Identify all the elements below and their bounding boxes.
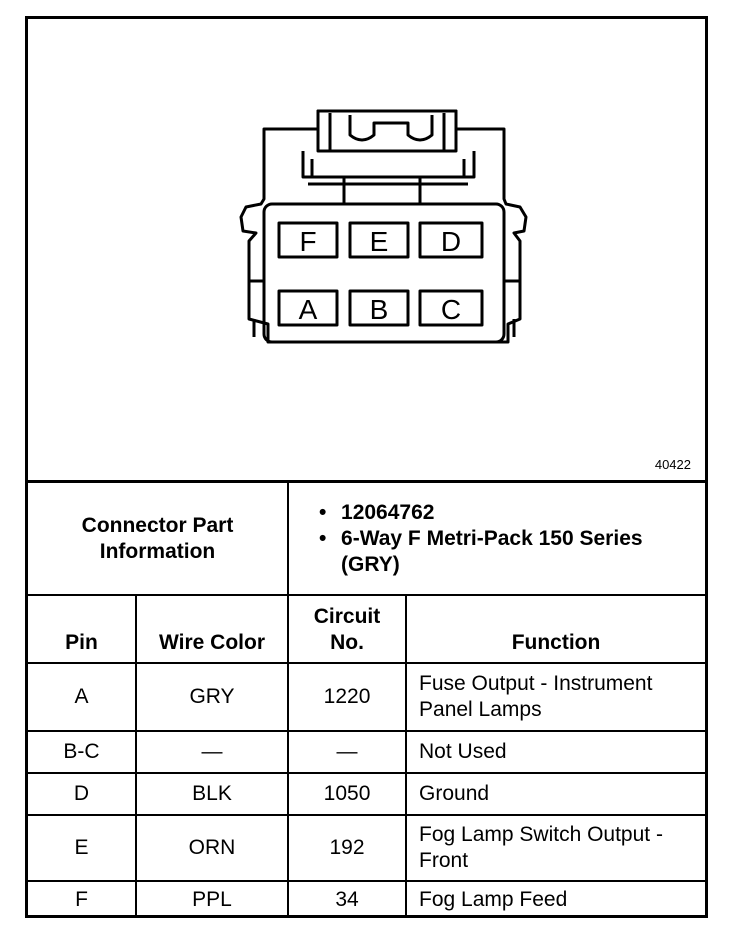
cell-function: Fog Lamp Switch Output - Front bbox=[405, 814, 706, 882]
pin-label-B: B bbox=[370, 294, 389, 325]
pin-label-D: D bbox=[441, 226, 461, 257]
cavity-C bbox=[418, 289, 484, 327]
table-header-row: Pin Wire Color Circuit No. Function bbox=[28, 594, 706, 664]
cavity-F bbox=[277, 221, 339, 259]
cell-circuit: 1220 bbox=[287, 662, 408, 732]
connector-face bbox=[262, 202, 506, 344]
cell-circuit: — bbox=[287, 730, 408, 774]
connector-diagram: F E D A B C 40422 bbox=[28, 19, 705, 483]
cell-pin: A bbox=[28, 662, 137, 732]
cell-function: Ground bbox=[405, 772, 706, 816]
connector-info-list: 12064762 6-Way F Metri-Pack 150 Series (… bbox=[287, 483, 706, 596]
table-row: D BLK 1050 Ground bbox=[28, 772, 706, 816]
cavity-E bbox=[348, 221, 410, 259]
header-circuit: Circuit No. bbox=[287, 594, 408, 664]
cell-wire-color: ORN bbox=[134, 814, 290, 882]
diagram-frame: F E D A B C 40422 Connector Part Informa… bbox=[25, 16, 708, 918]
cavity-D bbox=[418, 221, 484, 259]
table-row: F PPL 34 Fog Lamp Feed bbox=[28, 880, 706, 917]
cell-function: Not Used bbox=[405, 730, 706, 774]
cell-pin: E bbox=[28, 814, 137, 882]
connector-drawing: F E D A B C bbox=[239, 109, 528, 344]
pin-label-E: E bbox=[370, 226, 389, 257]
pin-label-A: A bbox=[299, 294, 318, 325]
cell-circuit: 34 bbox=[287, 880, 408, 917]
cell-wire-color: GRY bbox=[134, 662, 290, 732]
figure-id: 40422 bbox=[654, 457, 691, 472]
header-pin: Pin bbox=[28, 594, 137, 664]
header-function: Function bbox=[405, 594, 706, 664]
pinout-table: Connector Part Information 12064762 6-Wa… bbox=[28, 483, 706, 917]
locking-tab bbox=[316, 109, 458, 153]
cell-wire-color: PPL bbox=[134, 880, 290, 917]
table-row: A GRY 1220 Fuse Output - Instrument Pane… bbox=[28, 662, 706, 732]
cell-wire-color: — bbox=[134, 730, 290, 774]
cell-pin: B-C bbox=[28, 730, 137, 774]
cell-circuit: 1050 bbox=[287, 772, 408, 816]
cell-function: Fuse Output - Instrument Panel Lamps bbox=[405, 662, 706, 732]
pin-label-F: F bbox=[299, 226, 316, 257]
cavity-A bbox=[277, 289, 339, 327]
connector-info-label: Connector Part Information bbox=[28, 483, 290, 596]
connector-part-number: 12064762 bbox=[319, 500, 697, 526]
cell-wire-color: BLK bbox=[134, 772, 290, 816]
cavity-B bbox=[348, 289, 410, 327]
header-wire-color: Wire Color bbox=[134, 594, 290, 664]
cell-function: Fog Lamp Feed bbox=[405, 880, 706, 917]
cell-circuit: 192 bbox=[287, 814, 408, 882]
connector-housing bbox=[239, 109, 528, 344]
table-row: E ORN 192 Fog Lamp Switch Output - Front bbox=[28, 814, 706, 882]
table-row: B-C — — Not Used bbox=[28, 730, 706, 774]
connector-info-row: Connector Part Information 12064762 6-Wa… bbox=[28, 483, 706, 596]
connector-description: 6-Way F Metri-Pack 150 Series (GRY) bbox=[319, 526, 697, 578]
pin-label-C: C bbox=[441, 294, 461, 325]
cell-pin: D bbox=[28, 772, 137, 816]
cell-pin: F bbox=[28, 880, 137, 917]
